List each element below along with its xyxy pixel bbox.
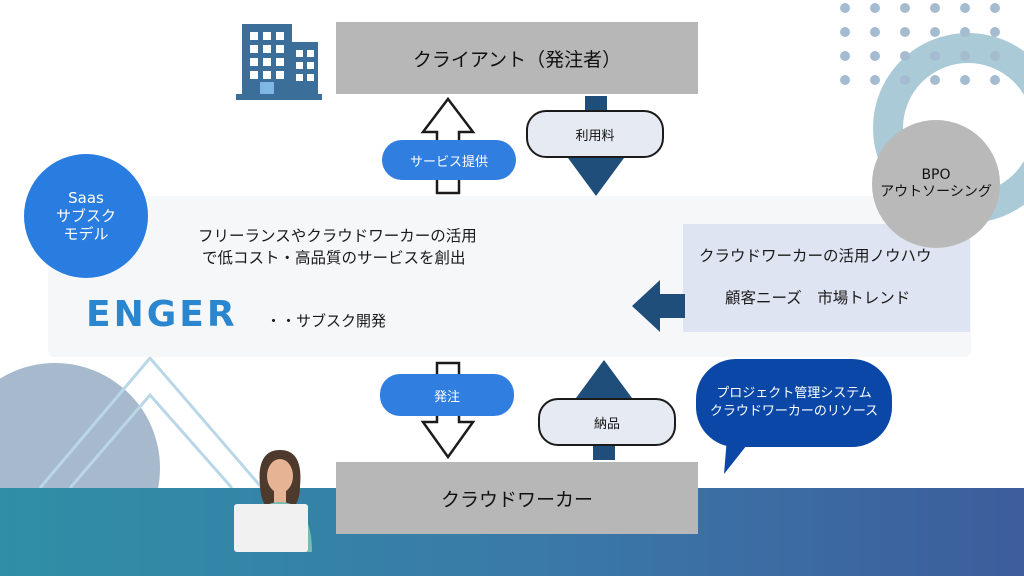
- mountain-decoration: [38, 355, 264, 489]
- knowhow-line-1: クラウドワーカーの活用ノウハウ: [699, 247, 932, 265]
- bpo-circle: BPO アウトソーシング: [872, 120, 1000, 248]
- bubble-line-1: プロジェクト管理システム: [716, 386, 872, 402]
- order-label: 発注: [433, 389, 460, 405]
- fee-label: 利用料: [575, 128, 615, 144]
- delivery-label: 納品: [593, 416, 620, 432]
- building-icon: [236, 24, 322, 100]
- saas-line-1: Saas: [68, 189, 104, 207]
- delivery-pill: 納品: [538, 398, 676, 446]
- bpo-line-1: BPO: [921, 167, 951, 184]
- crowdworker-label: クラウドワーカー: [440, 488, 593, 511]
- client-box: クライアント（発注者）: [336, 22, 698, 94]
- crowdworker-box: クラウドワーカー: [336, 462, 698, 534]
- dot-grid-decoration: [840, 3, 1000, 85]
- client-label: クライアント（発注者）: [412, 48, 622, 71]
- center-text-line-1: フリーランスやクラウドワーカーの活用: [198, 227, 477, 245]
- service-label: サービス提供: [409, 154, 488, 170]
- bpo-line-2: アウトソーシング: [880, 184, 992, 200]
- saas-circle: Saas サブスク モデル: [24, 154, 148, 278]
- saas-line-2: サブスク: [55, 207, 116, 225]
- subscription-text: ・・サブスク開発: [266, 312, 387, 330]
- speech-bubble-tail: [724, 426, 762, 474]
- knowhow-line-2: 顧客ニーズ 市場トレンド: [725, 289, 911, 307]
- bubble-line-2: クラウドワーカーのリソース: [709, 404, 879, 419]
- enger-logo: ENGER: [86, 294, 238, 335]
- knowhow-arrow-left: [632, 280, 685, 332]
- order-pill: 発注: [380, 374, 514, 416]
- center-text-line-2: で低コスト・高品質のサービスを創出: [202, 249, 466, 267]
- service-pill: サービス提供: [382, 140, 516, 180]
- person-laptop-icon: [234, 450, 312, 552]
- enger-logo-text: ENGER: [86, 294, 238, 335]
- saas-line-3: モデル: [63, 225, 109, 243]
- fee-pill: 利用料: [526, 110, 664, 158]
